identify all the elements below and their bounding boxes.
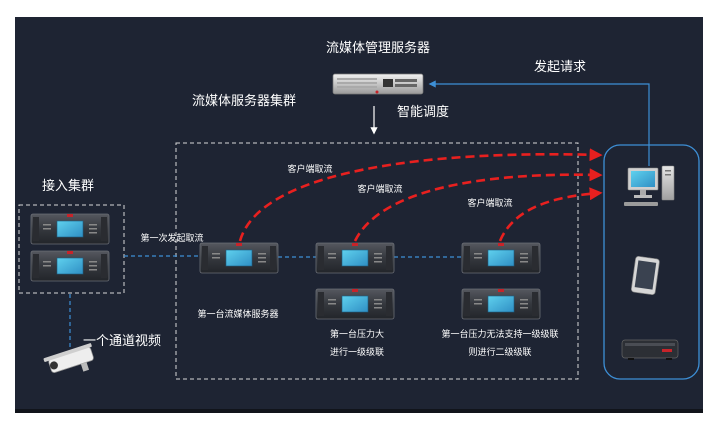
- background-bottom-edge: [15, 409, 703, 413]
- cascade-1-backup-server-icon: [315, 288, 395, 320]
- rack-server-icon: [332, 73, 424, 95]
- request-route-line: [428, 80, 650, 166]
- client-pull-curve-3: [498, 187, 603, 242]
- unsupported-label-line1: 第一台压力无法支持一级级联: [441, 328, 558, 340]
- client-pull-label-3: 客户端取流: [467, 197, 512, 209]
- first-server-icon: [199, 242, 279, 274]
- bullet-camera-icon: [43, 343, 94, 373]
- access-server-1-icon: [30, 213, 110, 245]
- cascade-2-server-icon: [461, 242, 541, 274]
- cascade-1-server-icon: [315, 242, 395, 274]
- tablet-icon: [631, 256, 660, 295]
- client-pull-label-2: 客户端取流: [357, 183, 402, 195]
- unsupported-label-line2: 则进行二级级联: [468, 346, 531, 358]
- initiate-request-label: 发起请求: [534, 59, 586, 75]
- smart-dispatch-label: 智能调度: [397, 104, 449, 120]
- one-channel-video-label: 一个通道视频: [83, 334, 161, 349]
- access-cluster-label: 接入集群: [42, 178, 94, 194]
- desktop-pc-icon: [624, 165, 675, 206]
- pressure-label-line1: 第一台压力大: [330, 328, 384, 340]
- server-cluster-box: [175, 142, 579, 380]
- first-pull-label: 第一次发起取流: [140, 232, 203, 244]
- first-server-label: 第一台流媒体服务器: [197, 308, 278, 320]
- mgmt-server-label: 流媒体管理服务器: [326, 40, 430, 56]
- client-pull-curve-1: [238, 148, 603, 242]
- pressure-label-line2: 进行一级级联: [330, 346, 384, 358]
- server-cluster-label: 流媒体服务器集群: [192, 93, 296, 109]
- client-pull-label-1: 客户端取流: [287, 163, 332, 175]
- access-cluster-box: [18, 204, 125, 294]
- client-devices-box: [603, 144, 700, 380]
- cascade-2-backup-server-icon: [461, 288, 541, 320]
- access-server-2-icon: [30, 250, 110, 282]
- nvr-box-icon: [621, 339, 679, 360]
- client-pull-curve-2: [353, 168, 603, 242]
